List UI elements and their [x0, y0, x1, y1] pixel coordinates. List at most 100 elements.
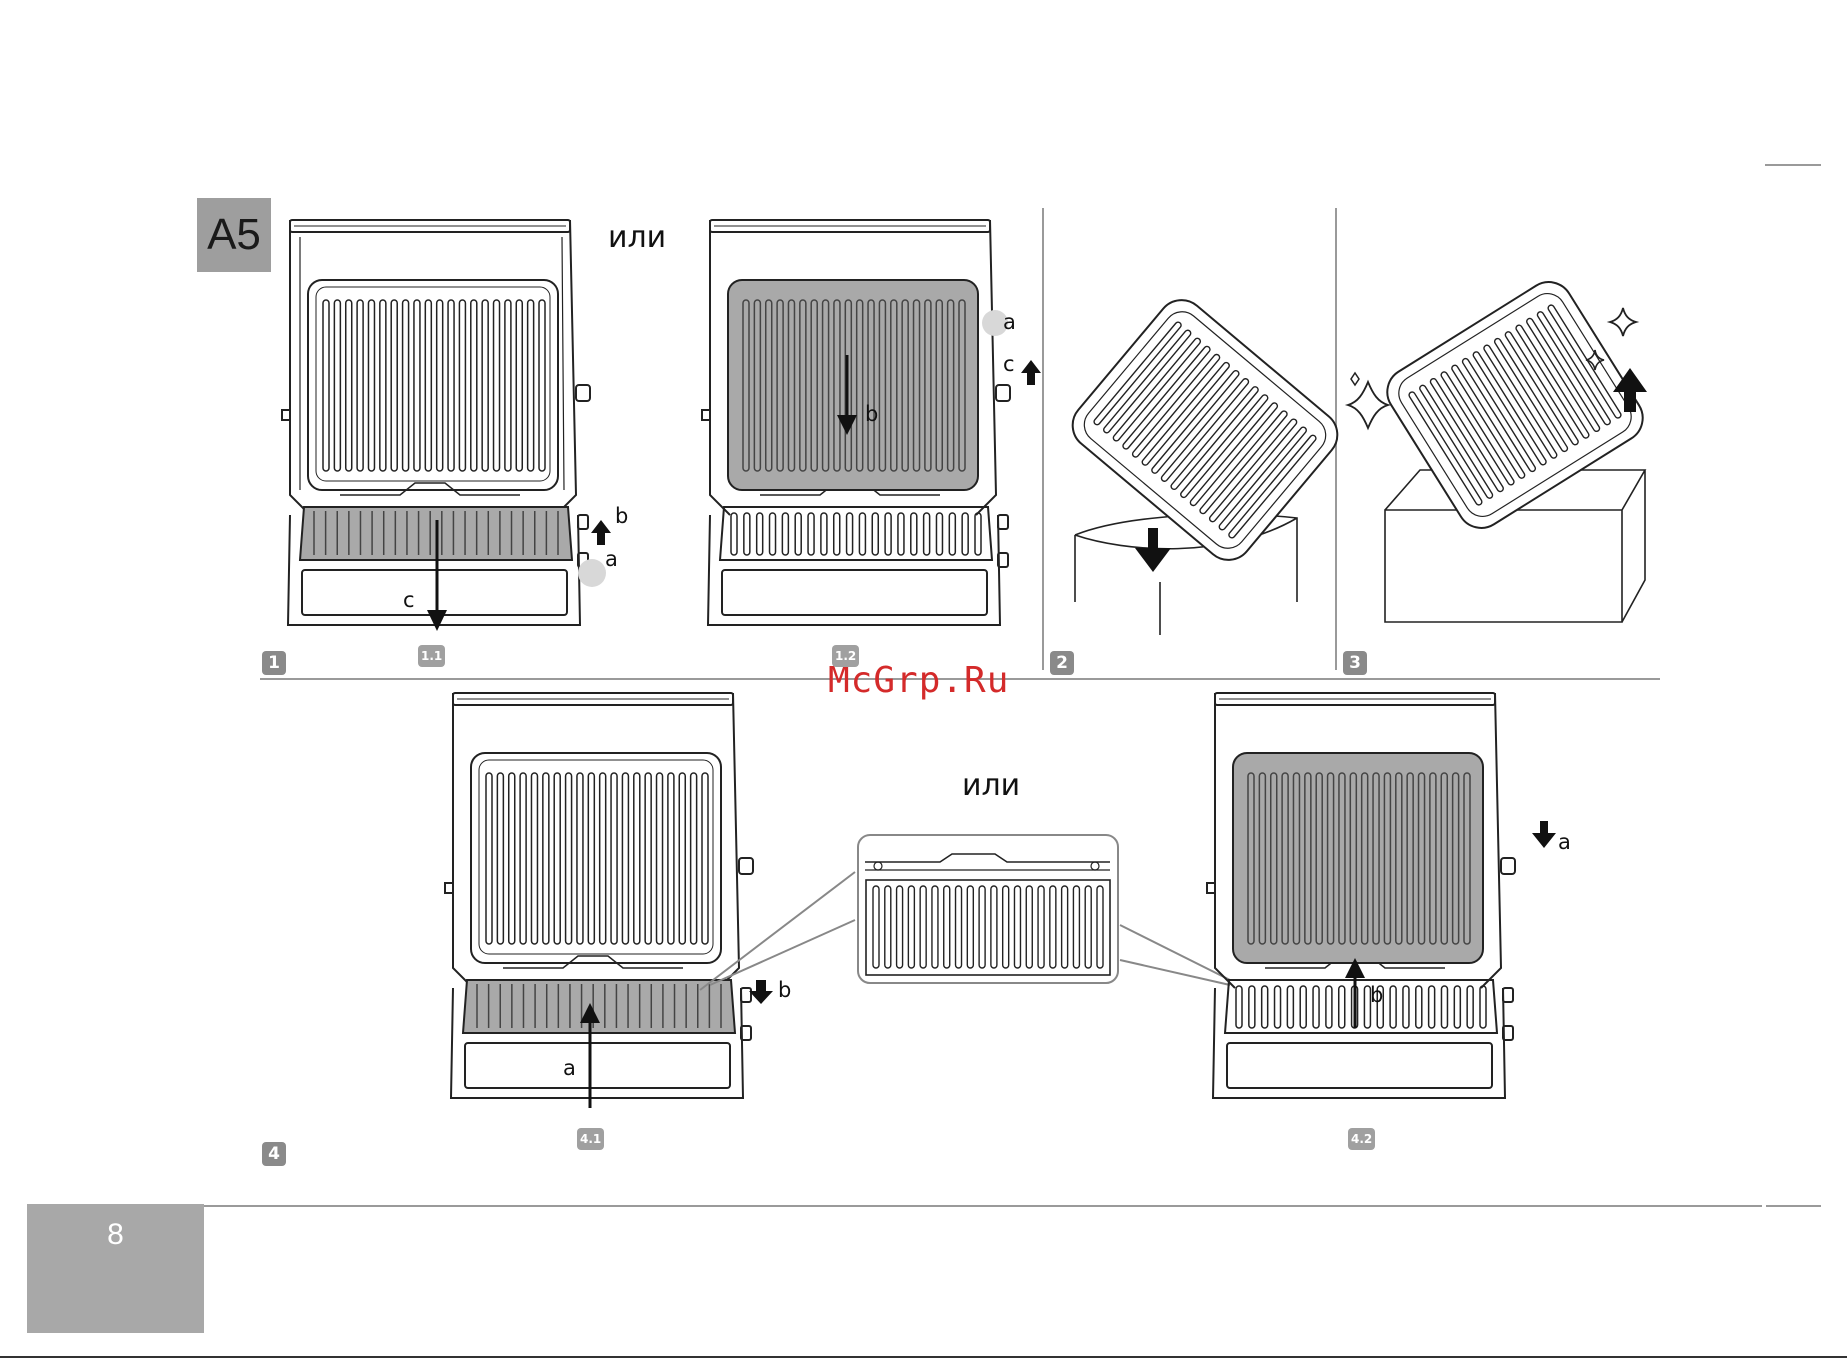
top-right-rule — [1765, 164, 1821, 166]
section-badge: A5 — [197, 198, 271, 272]
bottom-rule — [0, 1356, 1847, 1358]
grill-rib — [554, 773, 560, 944]
grill-rib — [380, 300, 386, 471]
grill-rib — [520, 773, 526, 944]
substep-4-1: 4.1 — [577, 1128, 604, 1150]
grill-rib — [611, 773, 617, 944]
grill-rib — [731, 513, 737, 555]
grill-rib — [494, 300, 500, 471]
grill-rib — [1262, 986, 1268, 1028]
footer-rule — [204, 1205, 1762, 1207]
grill-rib — [323, 300, 329, 471]
grill-rib — [577, 773, 583, 944]
grill-rib — [516, 300, 522, 471]
footer-rule-right — [1766, 1205, 1821, 1207]
plate-dishwasher-illustration — [1065, 290, 1340, 640]
grill-rib — [634, 773, 640, 944]
label-a-fig1-2: a — [1003, 312, 1016, 333]
grill-rib — [1326, 986, 1332, 1028]
grill-rib — [459, 300, 465, 471]
grill-illustration-4-2 — [1205, 688, 1545, 1108]
grill-rib — [1429, 986, 1435, 1028]
grill-rib — [531, 773, 537, 944]
grill-rib — [497, 773, 503, 944]
grill-rib — [482, 300, 488, 471]
grill-rib — [782, 513, 788, 555]
grill-rib — [1416, 986, 1422, 1028]
grill-rib — [437, 300, 443, 471]
grill-rib — [936, 513, 942, 555]
grill-rib — [566, 773, 572, 944]
grill-rib — [1249, 986, 1255, 1028]
substep-1-1: 1.1 — [418, 645, 445, 667]
grill-rib — [528, 300, 534, 471]
grill-rib — [872, 513, 878, 555]
grill-rib — [391, 300, 397, 471]
grill-rib — [346, 300, 352, 471]
grill-rib — [744, 513, 750, 555]
grill-rib — [600, 773, 606, 944]
grill-rib — [471, 300, 477, 471]
grill-rib — [1287, 986, 1293, 1028]
grill-rib — [334, 300, 340, 471]
grill-rib — [588, 773, 594, 944]
grill-rib — [1313, 986, 1319, 1028]
grill-rib — [795, 513, 801, 555]
label-c-fig1-1: c — [403, 590, 415, 611]
grill-rib — [757, 513, 763, 555]
grill-rib — [1339, 986, 1345, 1028]
grill-rib — [425, 300, 431, 471]
grill-rib — [368, 300, 374, 471]
grill-rib — [403, 300, 409, 471]
label-b-fig4-2: b — [1370, 985, 1383, 1006]
grill-rib — [486, 773, 492, 944]
section-divider-vertical-2 — [1042, 208, 1044, 670]
step-number-2: 2 — [1050, 651, 1074, 675]
grill-rib — [821, 513, 827, 555]
grill-rib — [949, 513, 955, 555]
grill-rib — [1454, 986, 1460, 1028]
grill-rib — [975, 513, 981, 555]
grill-rib — [1467, 986, 1473, 1028]
grill-rib — [834, 513, 840, 555]
step-number-1: 1 — [262, 651, 286, 675]
step-number-3: 3 — [1343, 651, 1367, 675]
grill-rib — [539, 300, 545, 471]
label-b-fig1-1: b — [615, 506, 628, 527]
grill-rib — [1390, 986, 1396, 1028]
grill-rib — [808, 513, 814, 555]
grill-rib — [622, 773, 628, 944]
page-number: 8 — [27, 1218, 204, 1252]
grill-rib — [962, 513, 968, 555]
grill-rib — [357, 300, 363, 471]
plate-clean-illustration — [1340, 280, 1660, 640]
grill-rib — [543, 773, 549, 944]
label-c-fig1-2: c — [1003, 354, 1015, 375]
grill-rib — [770, 513, 776, 555]
grill-rib — [1275, 986, 1281, 1028]
grill-rib — [1441, 986, 1447, 1028]
substep-4-2: 4.2 — [1348, 1128, 1375, 1150]
label-a-fig4-1: a — [563, 1058, 576, 1079]
grill-rib — [885, 513, 891, 555]
label-b-fig1-2: b — [865, 404, 878, 425]
grill-rib — [1236, 986, 1242, 1028]
substep-1-2: 1.2 — [832, 645, 859, 667]
grill-rib — [911, 513, 917, 555]
grill-rib — [1300, 986, 1306, 1028]
label-a-fig1-1: a — [605, 549, 618, 570]
grill-rib — [414, 300, 420, 471]
grill-rib — [924, 513, 930, 555]
or-label-bottom: или — [962, 768, 1020, 803]
grill-rib — [509, 773, 515, 944]
grill-rib — [505, 300, 511, 471]
grill-rib — [448, 300, 454, 471]
grill-rib — [1403, 986, 1409, 1028]
grill-rib — [859, 513, 865, 555]
plate-zoom-detail — [640, 830, 1220, 990]
grill-illustration-1-1 — [280, 215, 620, 635]
grill-rib — [898, 513, 904, 555]
grill-rib — [847, 513, 853, 555]
step-number-4: 4 — [262, 1142, 286, 1166]
label-a-fig4-2: a — [1558, 832, 1571, 853]
